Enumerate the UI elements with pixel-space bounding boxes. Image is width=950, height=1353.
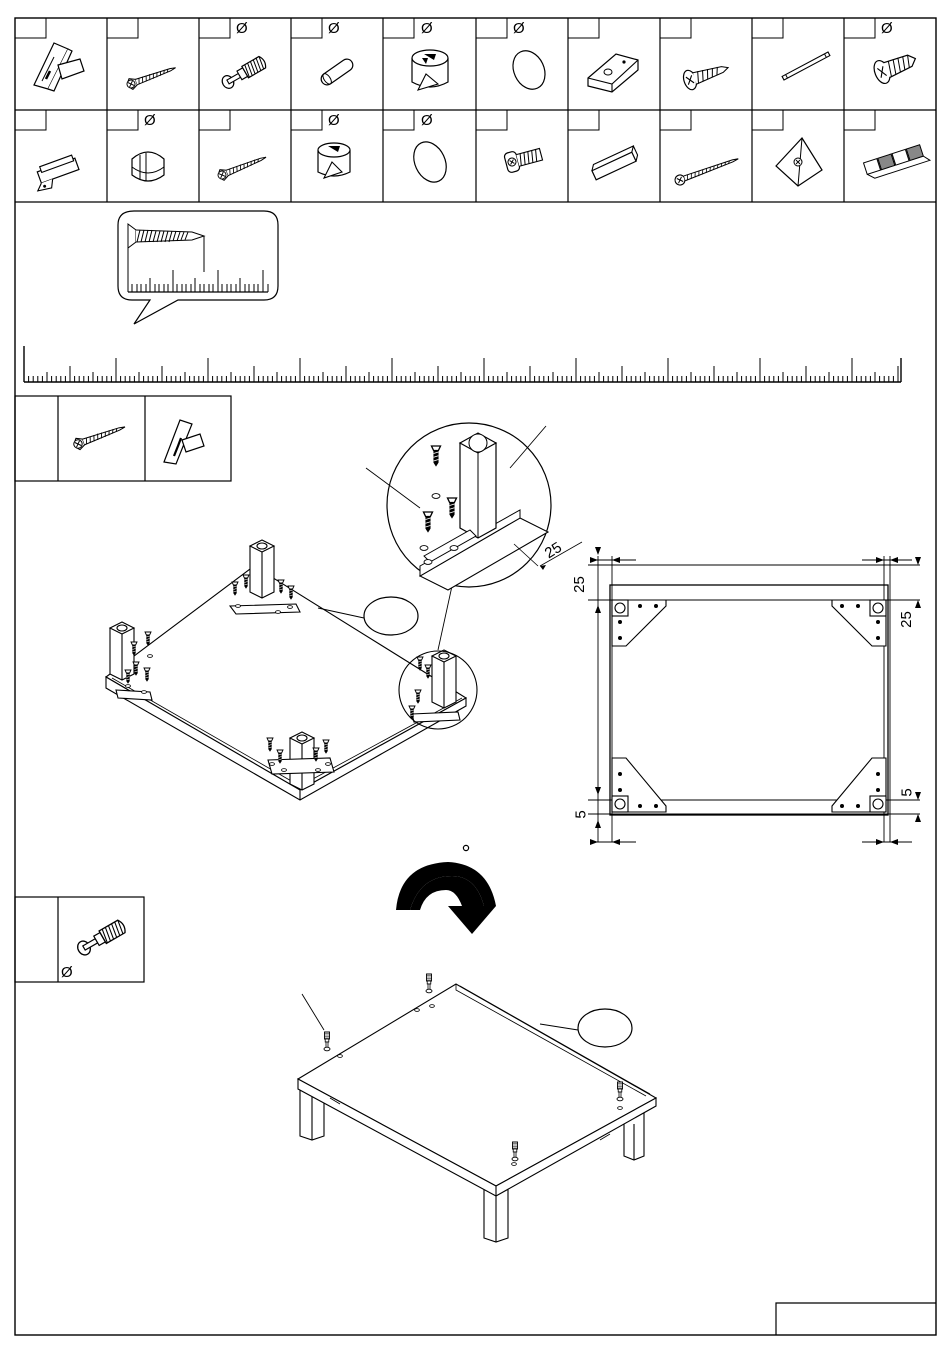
cam-lock-icon <box>412 50 448 90</box>
mounting-bracket-icon <box>588 54 638 92</box>
measurement-ruler <box>24 346 901 382</box>
metal-rod-icon <box>782 52 830 80</box>
wide-screw-icon <box>871 47 920 85</box>
step1-assembly-drawing <box>106 540 466 800</box>
diameter-mark: Ø <box>328 113 340 128</box>
corner-bracket-icon <box>34 43 84 91</box>
screw-icon <box>125 62 177 90</box>
plan-view-drawing <box>588 547 921 845</box>
rotate-arrow-icon <box>396 845 496 934</box>
diameter-mark: Ø <box>881 21 893 36</box>
screw-icon <box>72 421 127 451</box>
cam-lock-small-icon <box>318 143 350 178</box>
diameter-mark: Ø <box>421 21 433 36</box>
step1-parts-box <box>15 396 231 481</box>
diameter-mark: Ø <box>61 965 73 980</box>
diameter-mark: Ø <box>513 21 525 36</box>
diameter-mark: Ø <box>328 21 340 36</box>
wood-dowel-icon <box>319 57 355 87</box>
page-number-box <box>776 1303 936 1335</box>
plastic-plug-icon <box>132 152 164 181</box>
cover-cap-small-icon <box>408 137 453 188</box>
bolt-icon <box>504 145 544 174</box>
dimension-label: 5 <box>899 788 916 796</box>
dimension-label: 5 <box>573 810 590 818</box>
felt-pad-strip-icon <box>864 143 930 180</box>
corner-bracket-icon <box>164 420 204 464</box>
dimension-label: 25 <box>898 611 915 628</box>
hinge-plate-icon <box>30 154 81 192</box>
dimension-label: 25 <box>571 576 588 593</box>
triangle-bracket-icon <box>776 138 822 186</box>
flat-head-screw-icon <box>681 58 731 91</box>
cover-cap-icon <box>507 46 551 95</box>
long-screw-icon <box>216 152 268 182</box>
diameter-mark: Ø <box>144 113 156 128</box>
diameter-mark: Ø <box>236 21 248 36</box>
step2-parts-box <box>15 897 144 982</box>
wood-block-icon <box>590 146 640 180</box>
cam-bolt-icon <box>75 919 127 957</box>
screw-size-gauge <box>118 211 278 324</box>
thread-screw-icon <box>674 154 740 186</box>
cam-bolt-icon <box>220 55 268 90</box>
diameter-mark: Ø <box>421 113 433 128</box>
